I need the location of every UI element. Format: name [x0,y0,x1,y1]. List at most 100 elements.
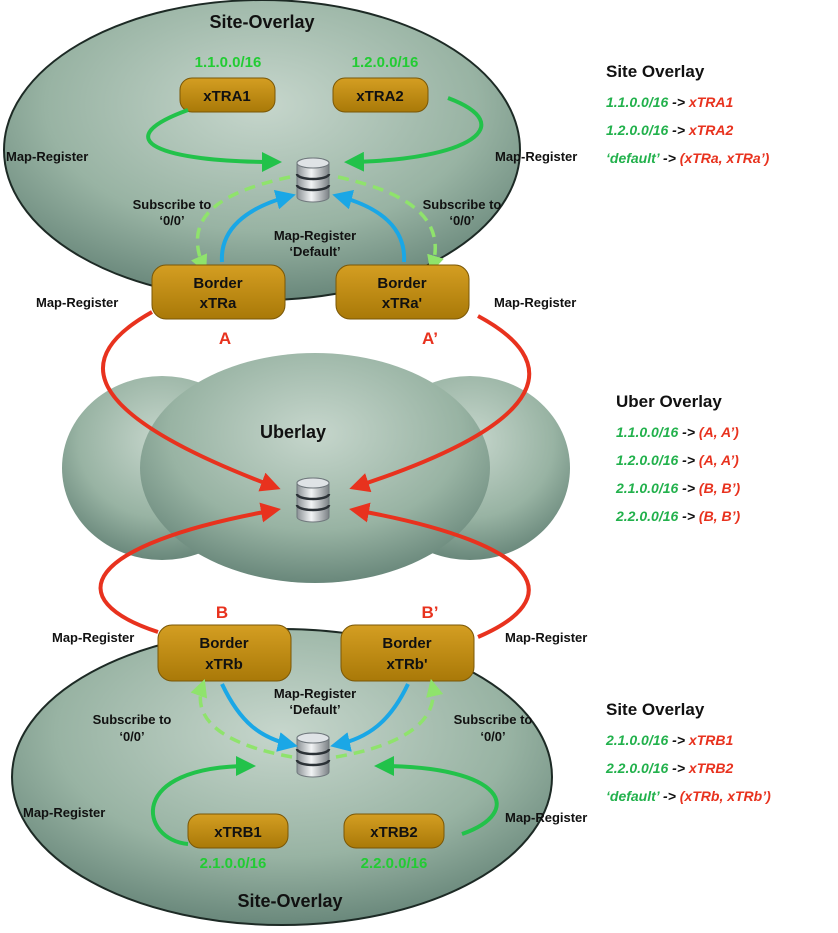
border-xtrb-prime-line1: Border [382,635,431,652]
border-xtra-line2: xTRa [200,295,237,312]
legend-uber-row: 1.2.0.0/16 -> (A, A’) [616,452,740,468]
arrow-top-subscribe-left [191,175,291,273]
bottom-subscribe-right-1: Subscribe to [454,712,533,727]
arrow-bottom-subscribe-right [335,678,444,759]
legend-target: (xTRa, xTRa’) [679,150,770,166]
legend-prefix: ‘default’ [606,150,660,166]
legend-top-row: ‘default’ -> (xTRa, xTRa’) [606,150,769,166]
top-subscribe-right-2: ‘0/0’ [449,213,474,228]
router-xtrb2: xTRB2 [343,813,445,849]
border-xtra: Border xTRa [151,264,286,320]
border-xtrb: Border xTRb [157,624,292,682]
top-map-server-icon [295,156,331,204]
prefix-1-2: 1.2.0.0/16 [352,54,419,71]
router-xtra1: xTRA1 [179,77,276,113]
border-b-prime-map-register: Map-Register [505,630,587,645]
border-xtrb-prime: Border xTRb' [340,624,475,682]
legend-arrow: -> [663,150,676,166]
legend-arrow: -> [672,760,686,776]
prefix-2-1: 2.1.0.0/16 [200,855,267,872]
border-xtrb-prime-line2: xTRb' [386,656,427,673]
arrow-bottom-subscribe-left [190,679,293,759]
legend-target: xTRB2 [688,760,734,776]
top-right-map-register: Map-Register [495,149,577,164]
legend-arrow: -> [682,480,696,496]
legend-uber-row: 2.2.0.0/16 -> (B, B’) [616,508,740,524]
bottom-left-map-register: Map-Register [23,805,105,820]
legend-prefix: 1.1.0.0/16 [606,94,669,110]
border-xtra-prime: Border xTRa' [335,264,470,320]
top-subscribe-left-2: ‘0/0’ [159,213,184,228]
legend-bottom-site: Site Overlay 2.1.0.0/16 -> xTRB1 2.2.0.0… [606,700,771,816]
legend-target: xTRB1 [688,732,734,748]
bottom-default-register-2: ‘Default’ [289,702,340,717]
arrow-bottom-default-right [330,683,410,752]
top-subscribe-left-1: Subscribe to [133,197,212,212]
bottom-default-register-1: Map-Register [274,686,356,701]
legend-bottom-row: 2.2.0.0/16 -> xTRB2 [606,760,771,776]
arrow-xtra2-register [344,96,484,172]
uberlay-cloud [62,353,570,583]
prefix-1-1: 1.1.0.0/16 [195,54,262,71]
arrow-xtra1-register [146,108,282,172]
border-xtrb-line1: Border [199,635,248,652]
legend-arrow: -> [682,508,696,524]
legend-target: (B, B’) [698,480,741,496]
arrow-top-default-right [332,189,407,263]
bottom-subscribe-right-2: ‘0/0’ [480,729,505,744]
arrow-b-register [98,502,281,634]
bottom-subscribe-left-2: ‘0/0’ [119,729,144,744]
legend-uber-title: Uber Overlay [616,392,722,411]
legend-arrow: -> [672,732,686,748]
arrow-top-subscribe-right [337,175,444,274]
bottom-right-map-register: Map-Register [505,810,587,825]
top-default-register-1: Map-Register [274,228,356,243]
legend-prefix: ‘default’ [606,788,660,804]
arrow-xtrb1-register [150,756,256,846]
uber-map-server-icon [295,476,331,524]
arrow-b-prime-register [349,502,531,639]
top-site-overlay-title: Site-Overlay [209,12,314,32]
legend-prefix: 2.2.0.0/16 [606,760,669,776]
legend-target: (B, B’) [698,508,741,524]
legend-arrow: -> [672,122,686,138]
router-xtra2: xTRA2 [332,77,429,113]
legend-uber-overlay: Uber Overlay 1.1.0.0/16 -> (A, A’) 1.2.0… [616,392,740,536]
legend-top-site: Site Overlay 1.1.0.0/16 -> xTRA1 1.2.0.0… [606,62,769,178]
legend-prefix: 1.1.0.0/16 [616,424,679,440]
rloc-a: A [219,329,231,348]
legend-bottom-title: Site Overlay [606,700,705,719]
border-a-prime-map-register: Map-Register [494,295,576,310]
bottom-map-server-icon [295,731,331,779]
legend-prefix: 1.2.0.0/16 [606,122,669,138]
legend-arrow: -> [682,424,696,440]
arrow-xtrb2-register [374,756,499,836]
bottom-site-overlay-title: Site-Overlay [237,891,342,911]
legend-prefix: 2.1.0.0/16 [616,480,679,496]
top-left-map-register: Map-Register [6,149,88,164]
border-xtra-prime-line1: Border [377,275,426,292]
rloc-b-prime: B’ [422,603,439,622]
legend-arrow: -> [663,788,676,804]
prefix-2-2: 2.2.0.0/16 [361,855,428,872]
router-xtrb1: xTRB1 [187,813,289,849]
router-xtra1-label: xTRA1 [203,88,251,105]
router-xtrb1-label: xTRB1 [214,824,262,841]
router-xtrb2-label: xTRB2 [370,824,418,841]
border-a-map-register: Map-Register [36,295,118,310]
legend-arrow: -> [682,452,696,468]
legend-uber-row: 1.1.0.0/16 -> (A, A’) [616,424,740,440]
rloc-b: B [216,603,228,622]
border-xtra-line1: Border [193,275,242,292]
router-xtra2-label: xTRA2 [356,88,404,105]
border-b-map-register: Map-Register [52,630,134,645]
legend-bottom-row: 2.1.0.0/16 -> xTRB1 [606,732,771,748]
legend-target: (A, A’) [698,424,739,440]
border-xtrb-line2: xTRb [205,656,243,673]
legend-prefix: 2.1.0.0/16 [606,732,669,748]
legend-top-title: Site Overlay [606,62,705,81]
border-xtra-prime-line2: xTRa' [382,295,422,312]
legend-target: (xTRb, xTRb’) [679,788,771,804]
legend-top-row: 1.1.0.0/16 -> xTRA1 [606,94,769,110]
top-default-register-2: ‘Default’ [289,244,340,259]
